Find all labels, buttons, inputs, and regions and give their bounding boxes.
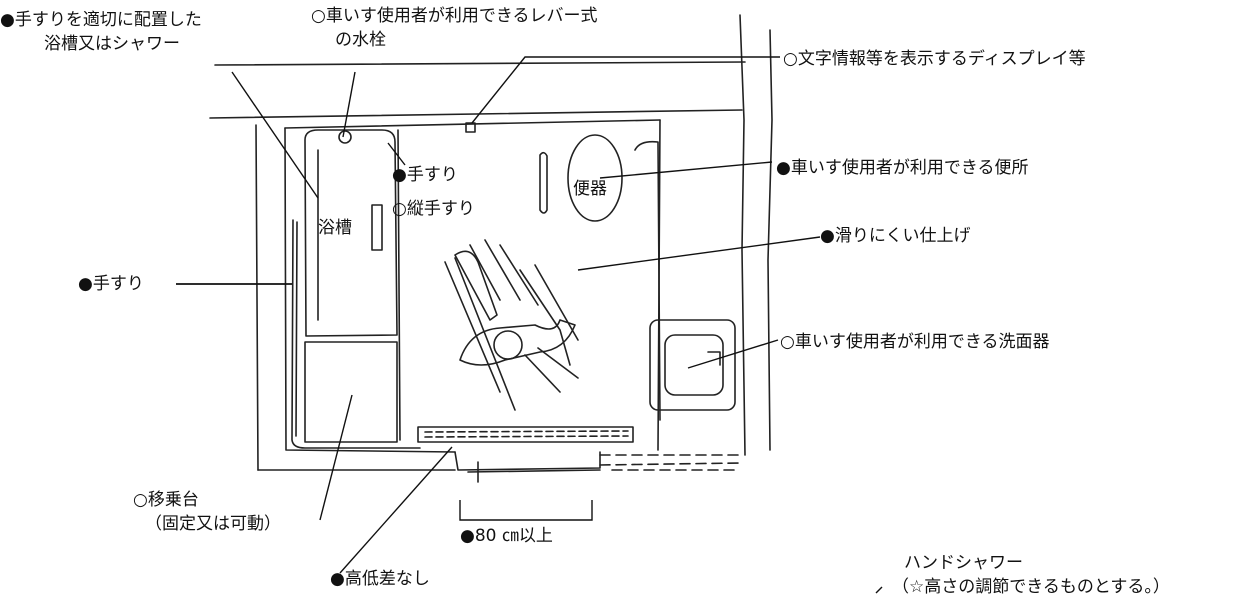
partition <box>397 129 401 441</box>
leader-faucet <box>342 71 356 138</box>
toilet-accessible-label: ●車いす使用者が利用できる便所 <box>776 158 1029 178</box>
wheelchair-icon <box>444 239 579 411</box>
leader-hand-shower <box>875 586 883 594</box>
handrail-left-bar-2 <box>295 221 298 437</box>
hand-shower-label-line2: （☆高さの調節できるものとする。） <box>892 577 1170 597</box>
handrail-inner-label: ●手すり <box>392 165 458 185</box>
toilet-label: 便器 <box>573 179 607 199</box>
door-width-label: ●80 ㎝以上 <box>460 526 553 546</box>
wall-top-outer <box>214 61 746 66</box>
hand-shower-label: ハンドシャワー （☆高さの調節できるものとする。） <box>892 551 1170 599</box>
transfer-bench <box>304 341 398 443</box>
display-indicator <box>465 122 476 133</box>
faucet-label-line1: ○車いす使用者が利用できるレバー式 <box>311 6 598 26</box>
sink-outline <box>649 319 736 411</box>
handrail-left-label: ●手すり <box>78 274 144 294</box>
no-step-label: ●高低差なし <box>330 569 430 589</box>
handrail-left-bar <box>291 219 421 449</box>
faucet-label: ○車いす使用者が利用できるレバー式 の水栓 <box>311 4 598 52</box>
leader-no-step <box>339 446 453 574</box>
leader-toilet <box>599 161 773 179</box>
leader-transfer <box>319 394 353 521</box>
toilet-grab-bar <box>539 151 548 214</box>
drain-grating <box>417 426 634 443</box>
wall-right-outer <box>739 14 746 456</box>
vertical-rail-label: ○縦手すり <box>392 199 475 219</box>
counter-rail <box>634 140 661 421</box>
wall-left-outer <box>255 124 259 471</box>
door-right-jamb <box>599 454 741 471</box>
sink-basin <box>664 334 724 396</box>
leader-display <box>471 56 780 124</box>
door-threshold <box>454 451 601 471</box>
wall-top-inner <box>209 109 743 119</box>
wall-right-top <box>767 29 773 451</box>
faucet-label-line2: の水栓 <box>335 30 386 50</box>
leader-bath-rail <box>231 71 319 199</box>
display-label: ○文字情報等を表示するディスプレイ等 <box>783 49 1086 69</box>
bath-rail-label-line2: 浴槽又はシャワー <box>44 34 180 54</box>
bathtub-outline <box>304 129 398 337</box>
leader-handrail-inner <box>387 142 406 166</box>
wall-room-top <box>284 119 661 129</box>
vertical-rail-bar <box>371 204 383 251</box>
sink-label: ○車いす使用者が利用できる洗面器 <box>780 332 1050 352</box>
sink-faucet <box>707 351 721 366</box>
faucet-icon <box>338 130 352 144</box>
hand-shower-label-line1: ハンドシャワー <box>904 553 1023 573</box>
wall-left-inner <box>284 127 456 453</box>
bath-rail-label: ●手すりを適切に配置した 浴槽又はシャワー <box>0 8 202 56</box>
transfer-bench-label-line1: ○移乗台 <box>133 490 199 510</box>
door-width-bracket <box>459 500 593 521</box>
leader-sink <box>687 339 779 369</box>
toilet-bowl <box>567 134 623 222</box>
bathtub-label: 浴槽 <box>318 218 352 238</box>
drain-pattern <box>424 430 629 438</box>
door-panel <box>467 469 601 473</box>
transfer-bench-label: ○移乗台 （固定又は可動） <box>133 488 281 536</box>
non-slip-label: ●滑りにくい仕上げ <box>820 226 971 246</box>
transfer-bench-label-line2: （固定又は可動） <box>145 514 281 534</box>
bath-rail-label-line1: ●手すりを適切に配置した <box>0 10 202 30</box>
leader-non-slip <box>577 236 821 271</box>
